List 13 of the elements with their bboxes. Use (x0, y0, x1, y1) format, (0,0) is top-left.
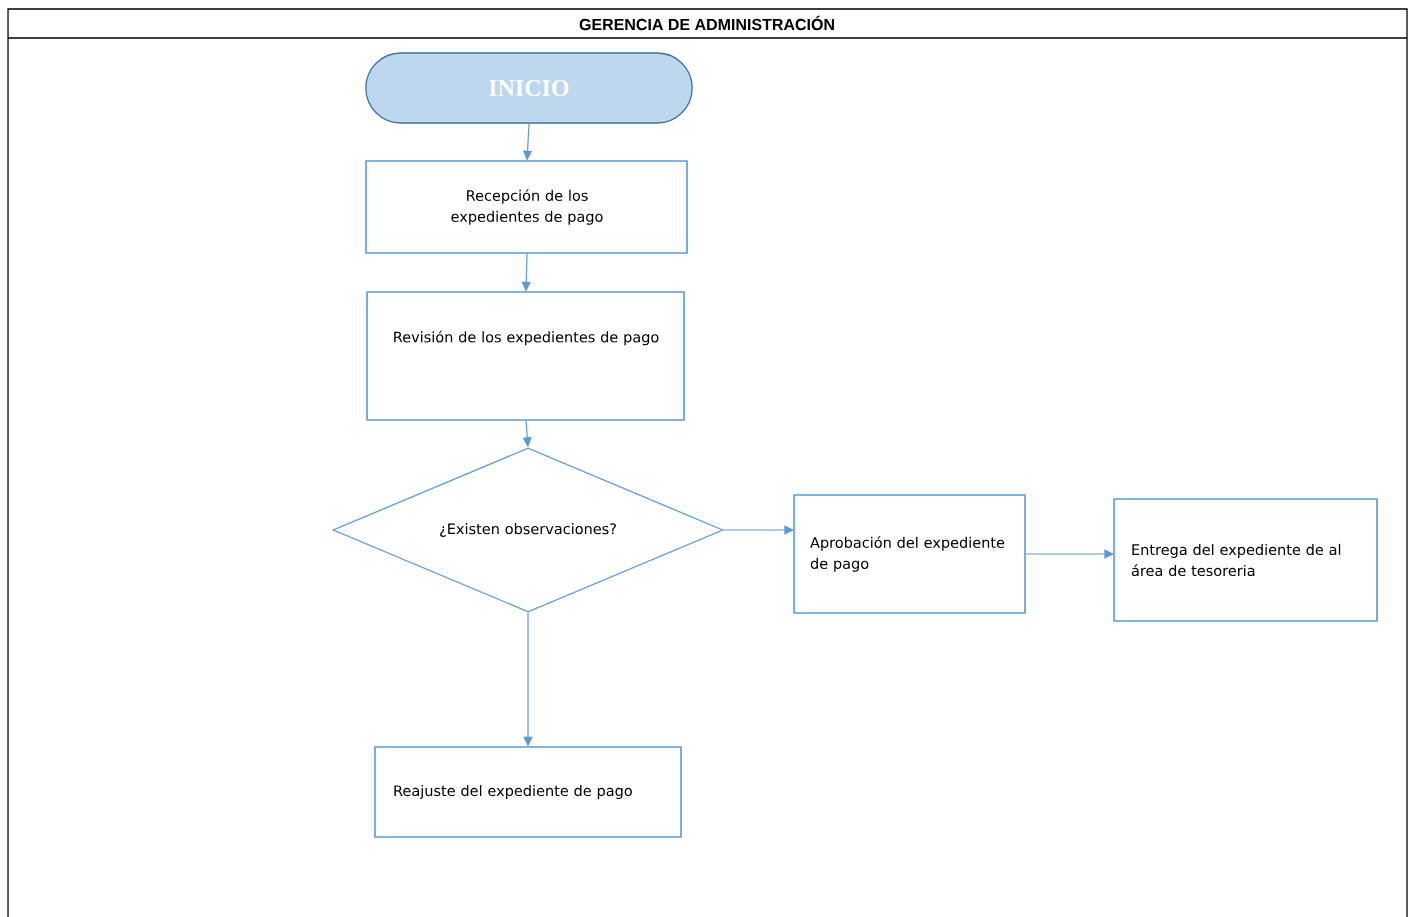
node-label: Aprobación del expediente de pago (810, 536, 1005, 572)
node-label: Recepción de los expedientes de pago (451, 189, 603, 225)
process-box (366, 291, 685, 421)
process-box (793, 494, 1026, 614)
start-terminal: INICIO (365, 52, 693, 124)
title: GERENCIA DE ADMINISTRACIÓN (579, 15, 834, 31)
process-box (374, 746, 682, 838)
node-label: Revisión de los expedientes de pago (394, 330, 659, 346)
node-label: Reajuste del expediente de pago (394, 784, 632, 799)
process-box (1113, 498, 1378, 622)
node-label: ¿Existen observaciones? (440, 523, 616, 537)
process-box (365, 160, 688, 254)
node-label: Entrega del expediente de al área de tesoreria (1131, 543, 1341, 577)
